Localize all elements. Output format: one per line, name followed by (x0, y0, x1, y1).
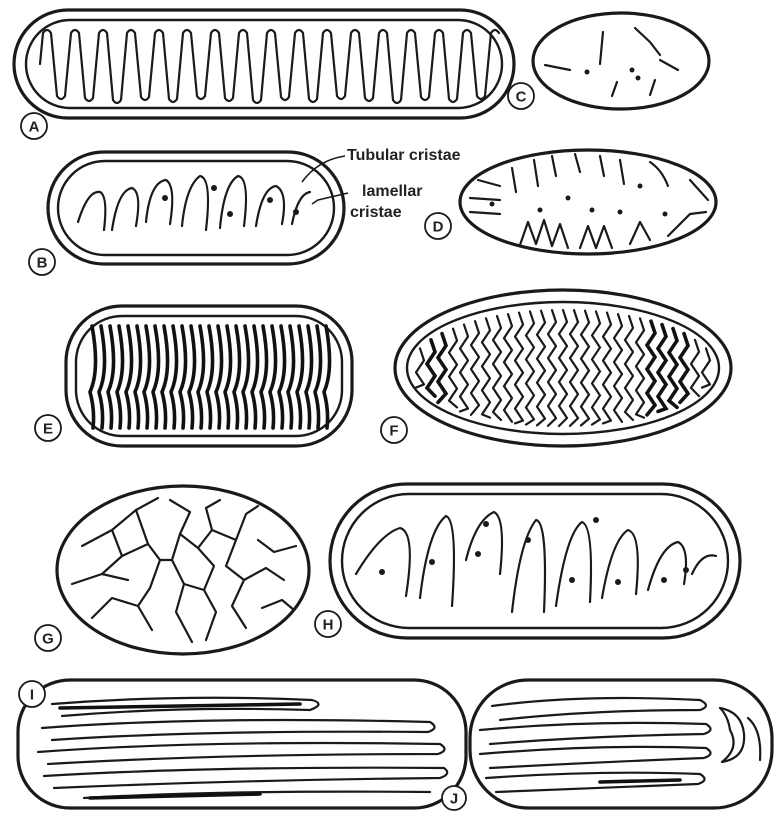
crista-e (297, 326, 303, 428)
svg-text:J: J (450, 791, 458, 808)
crista-e (243, 326, 249, 428)
svg-text:E: E (43, 421, 53, 438)
crista-e (153, 326, 159, 428)
svg-text:C: C (516, 89, 527, 106)
crista-f (625, 316, 633, 420)
label-a: A (21, 113, 47, 139)
crista-e (117, 326, 123, 428)
crista-e (207, 326, 213, 428)
crista-f (559, 310, 567, 426)
crista-e (270, 326, 276, 428)
crista-e (189, 326, 195, 428)
label-f: F (381, 417, 407, 443)
svg-text:D: D (433, 219, 444, 236)
crista-e (90, 326, 96, 428)
svg-text:A: A (29, 119, 40, 136)
crista-e (234, 326, 240, 428)
crista-e (252, 326, 258, 428)
crista-e (324, 326, 330, 428)
crista-f (515, 313, 523, 424)
svg-text:G: G (42, 631, 54, 648)
crista-f (592, 311, 600, 424)
crista-f (427, 340, 435, 396)
cristae-e (90, 326, 330, 428)
svg-text:B: B (37, 255, 48, 272)
crista-e (306, 326, 312, 428)
crista-e (279, 326, 285, 428)
mitochondrion-e (66, 306, 352, 446)
svg-text:I: I (30, 687, 34, 704)
crista-f (537, 311, 545, 426)
crista-f (680, 334, 688, 403)
mitochondrion-d (460, 150, 716, 254)
crista-f (570, 310, 578, 426)
crista-e (180, 326, 186, 428)
crista-e (108, 326, 114, 428)
crista-f (526, 311, 534, 424)
cristae-f (416, 310, 710, 426)
crista-f (658, 325, 666, 412)
mitochondrion-a (14, 10, 514, 118)
crista-e (225, 326, 231, 428)
mitochondrion-b (48, 152, 344, 264)
label-h: H (315, 611, 341, 637)
crista-f (614, 314, 622, 422)
crista-f (471, 321, 479, 415)
crista-f (504, 314, 512, 422)
annotation-cristae: cristae (350, 204, 402, 221)
crista-f (482, 318, 490, 417)
label-b: B (29, 249, 55, 275)
annotation-lamellar: lamellar (362, 183, 422, 200)
svg-text:F: F (389, 423, 398, 440)
crista-f (449, 329, 457, 408)
crista-e (162, 326, 168, 428)
mitochondrion-j (470, 680, 772, 808)
label-j: J (442, 786, 466, 810)
label-e: E (35, 415, 61, 441)
mitochondrion-h (330, 484, 740, 638)
crista-f (669, 329, 677, 408)
label-d: D (425, 213, 451, 239)
mitochondrion-c (533, 13, 709, 109)
mitochondrion-g (57, 486, 309, 654)
crista-f (702, 348, 710, 387)
svg-text:H: H (323, 617, 334, 634)
crista-f (691, 340, 699, 396)
label-c: C (508, 83, 534, 109)
crista-e (261, 326, 267, 428)
crista-e (99, 326, 105, 428)
crista-f (647, 321, 655, 415)
crista-f (438, 334, 446, 403)
crista-e (198, 326, 204, 428)
mitochondrion-i (18, 680, 466, 808)
crista-f (493, 316, 501, 420)
crista-f (416, 348, 424, 387)
crista-e (135, 326, 141, 428)
annotation-tubular-cristae: Tubular cristae (347, 147, 461, 164)
crista-f (603, 313, 611, 424)
crista-e (171, 326, 177, 428)
label-g: G (35, 625, 61, 651)
mitochondrion-f (395, 290, 731, 446)
cristae-a (40, 30, 499, 103)
crista-f (581, 311, 589, 426)
crista-e (216, 326, 222, 428)
crista-f (548, 310, 556, 426)
label-i: I (19, 681, 45, 707)
crista-e (315, 326, 321, 428)
crista-e (126, 326, 132, 428)
crista-e (288, 326, 294, 428)
crista-f (636, 318, 644, 417)
crista-f (460, 325, 468, 412)
crista-e (144, 326, 150, 428)
